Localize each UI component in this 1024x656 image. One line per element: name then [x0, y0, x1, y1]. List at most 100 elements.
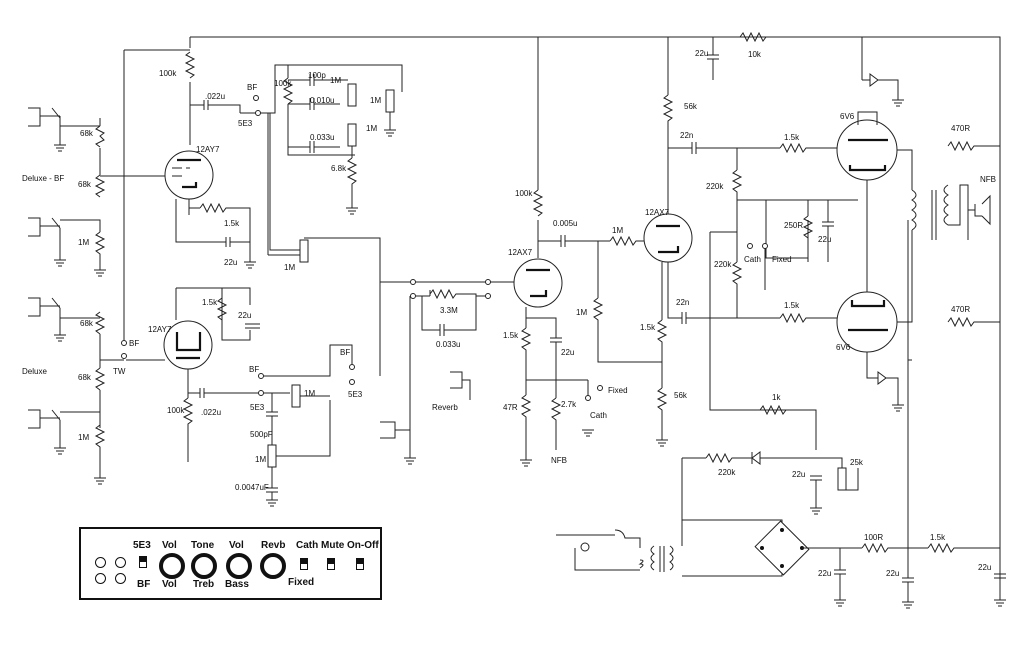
pot25k-label: 25k [850, 458, 864, 467]
treb-label: Treb [193, 579, 215, 590]
vol-knob[interactable] [159, 553, 185, 579]
r15k-g1-label: 1.5k [784, 133, 800, 142]
mute-label: Mute [321, 540, 345, 551]
tone-stack: 100k 100p 1M 0.010u 1M 0.033u 1M 6.8k [260, 64, 403, 256]
r56k-bot-label: 56k [674, 391, 688, 400]
bass-label: Bass [225, 579, 249, 590]
nfb-b-label: NFB [980, 175, 996, 184]
power-switch[interactable] [356, 558, 364, 570]
r10k-label: 10k [748, 50, 762, 59]
se3-top-label: 5E3 [238, 119, 253, 128]
pot1m-c-label: 1M [366, 124, 377, 133]
r1m-b-label: 1M [78, 433, 89, 442]
cath-a-label: Cath [590, 411, 607, 420]
r1k-label: 1k [772, 393, 781, 402]
pot1m-b-label: 1M [370, 96, 381, 105]
stage-v2: 1.5k 22u 12AY7 100k .022u BF 5E3 1M BF 5… [148, 287, 363, 500]
se3-label: 5E3 [133, 540, 151, 551]
r15k-v2-label: 1.5k [202, 298, 218, 307]
c22u-v3-label: 22u [561, 348, 574, 357]
c010u-label: 0.010u [310, 96, 334, 105]
r15k-pi-label: 1.5k [640, 323, 656, 332]
c22u-v2-label: 22u [238, 311, 251, 320]
input-jack-4[interactable] [115, 573, 126, 584]
r33m-label: 3.3M [440, 306, 458, 315]
vol-top-label: Vol [162, 540, 177, 551]
supply-rails [123, 36, 1001, 600]
c500p-label: 500pF [250, 430, 273, 439]
tube-v4-label: 12AX7 [645, 208, 670, 217]
treble-knob[interactable] [191, 553, 217, 579]
tube-v1-label: 12AY7 [196, 145, 220, 154]
r220k-c-label: 220k [718, 468, 736, 477]
r68k-b-label: 68k [78, 180, 92, 189]
r15k-v1-label: 1.5k [224, 219, 240, 228]
fixed-b-label: Fixed [772, 255, 792, 264]
nfb-a-label: NFB [551, 456, 567, 465]
mute-switch[interactable] [327, 558, 335, 570]
c0047-label: 0.0047uF [235, 483, 269, 492]
fixed-label: Fixed [288, 577, 315, 588]
c0033-label: 0.033u [436, 340, 460, 349]
fixed-a-label: Fixed [608, 386, 628, 395]
ground-symbols [54, 99, 1006, 609]
bf-mid-label: BF [129, 339, 139, 348]
input-jack-1[interactable] [95, 557, 106, 568]
reverb-knob[interactable] [260, 553, 286, 579]
c22u-top-label: 22u [695, 49, 708, 58]
r56k-top-label: 56k [684, 102, 698, 111]
r15k-ps-label: 1.5k [930, 533, 946, 542]
r1m-v3-label: 1M [612, 226, 623, 235]
vol-bottom-label: Vol [162, 579, 177, 590]
c022u-v2-label: .022u [201, 408, 221, 417]
se3-v2a-label: 5E3 [250, 403, 265, 412]
cath-label: Cath [296, 540, 319, 551]
r220k-a-label: 220k [706, 182, 724, 191]
c022u-top-label: .022u [205, 92, 225, 101]
bf-label: BF [137, 579, 151, 590]
c22u-ps1-label: 22u [818, 569, 831, 578]
r15k-v3-label: 1.5k [503, 331, 519, 340]
bass-knob[interactable] [226, 553, 252, 579]
tube-v3-label: 12AX7 [508, 248, 533, 257]
r1m-a-label: 1M [78, 238, 89, 247]
r220k-b-label: 220k [714, 260, 732, 269]
front-panel: 5E3 BF Vol Vol Tone Treb Vol Bass Revb C… [79, 527, 382, 600]
vol2-label: Vol [229, 540, 244, 551]
se3-bf-switch[interactable] [139, 556, 147, 568]
stage-v4: 56k 12AX7 22n 1.5k 56k 22n [640, 94, 780, 440]
deluxe-label: Deluxe [22, 367, 47, 376]
r1m-v3b-label: 1M [576, 308, 587, 317]
tube-v6a-label: 6V6 [840, 112, 855, 121]
r100k-top-label: 100k [159, 69, 177, 78]
onoff-label: On-Off [347, 540, 379, 551]
r15k-g2-label: 1.5k [784, 301, 800, 310]
input-jack-2[interactable] [115, 557, 126, 568]
cath-b-label: Cath [744, 255, 761, 264]
c100p-label: 100p [308, 71, 326, 80]
tw-label: TW [113, 367, 126, 376]
c22u-v1-label: 22u [224, 258, 237, 267]
r100r-label: 100R [864, 533, 883, 542]
bf-v2b-label: BF [340, 348, 350, 357]
mix-reverb: 1M 3.3M 0.033u Reverb [269, 113, 515, 458]
c033u-label: 0.033u [310, 133, 334, 142]
pot1m-vol1-label: 1M [284, 263, 295, 272]
cath-fixed-switch[interactable] [300, 558, 308, 570]
bf-v2a-label: BF [249, 365, 259, 374]
se3-v2b-label: 5E3 [348, 390, 363, 399]
c22u-ps2-label: 22u [886, 569, 899, 578]
stage-v1: 100k .022u BF 5E3 12AY7 1.5k 22u [100, 51, 261, 267]
tone-label: Tone [191, 540, 215, 551]
r27k-label: 2.7k [561, 400, 577, 409]
reverb-label: Reverb [432, 403, 458, 412]
c22n-b-label: 22n [676, 298, 689, 307]
input-jack-3[interactable] [95, 573, 106, 584]
pot1m-a-label: 1M [330, 76, 341, 85]
deluxe-bf-label: Deluxe - BF [22, 174, 64, 183]
c22u-ps3-label: 22u [978, 563, 991, 572]
pot1m-v2b-label: 1M [255, 455, 266, 464]
r68k-a-label: 68k [80, 129, 94, 138]
power-stage: 1.5k 220k 250R 22u Cath Fixed 220k 1.5k … [706, 73, 1000, 450]
